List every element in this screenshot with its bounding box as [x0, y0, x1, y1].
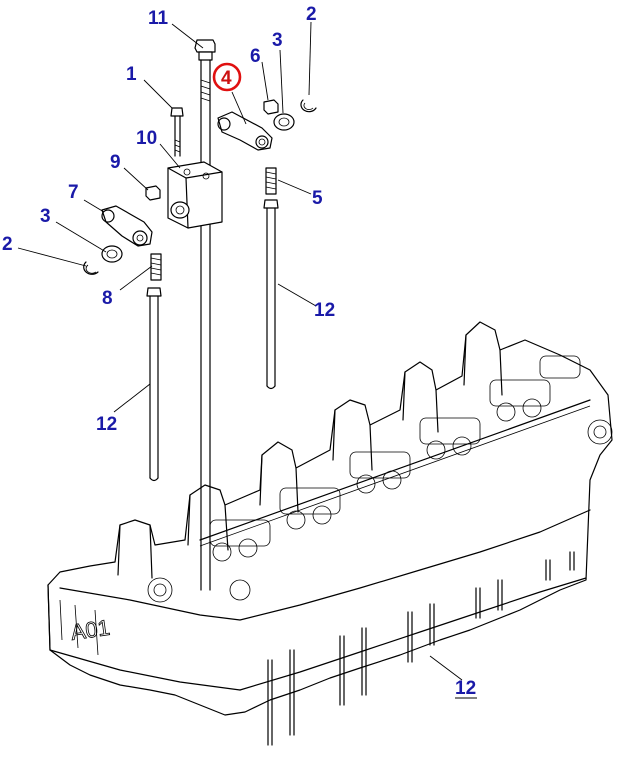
snap-ring-2-top [300, 99, 317, 113]
svg-text:A01: A01 [69, 615, 111, 645]
callout-12-bottom: 12 [455, 678, 476, 699]
callout-11: 11 [148, 8, 169, 29]
push-rod-12-right [263, 199, 279, 390]
callout-5: 5 [312, 188, 323, 209]
callout-2-left: 2 [2, 234, 13, 255]
push-rod-12-left [146, 287, 162, 482]
leader-lines [17, 21, 477, 699]
mounting-bolt-11 [194, 39, 216, 591]
nut-9 [145, 185, 161, 201]
adjuster-5 [265, 167, 277, 195]
callout-8: 8 [102, 288, 113, 309]
highlight-ring-4 [212, 62, 242, 92]
callout-12-right: 12 [314, 300, 335, 321]
adjusting-screw-1 [170, 107, 184, 157]
rocker-arm-4 [217, 111, 273, 151]
nut-6 [263, 99, 279, 115]
callout-12-left: 12 [96, 414, 117, 435]
washer-3-top [273, 113, 295, 131]
callout-10: 10 [136, 128, 157, 149]
cylinder-head-assembly: A01 [47, 321, 613, 746]
callout-labels: 11 2 1 6 3 4 10 9 5 7 3 2 8 12 12 12 [2, 4, 476, 699]
callout-1: 1 [126, 64, 137, 85]
callout-4: 4 [221, 68, 232, 89]
callout-2-top: 2 [306, 4, 317, 25]
callout-9: 9 [110, 152, 121, 173]
callout-3-left: 3 [40, 206, 51, 227]
callout-6: 6 [250, 46, 261, 67]
callout-3-top: 3 [272, 30, 283, 51]
rocker-bracket-10 [167, 161, 223, 229]
callout-7: 7 [68, 182, 79, 203]
rocker-arm-7 [101, 205, 153, 247]
washer-3-left [101, 245, 123, 263]
adjuster-8 [150, 253, 162, 281]
snap-ring-2-left [83, 261, 99, 275]
